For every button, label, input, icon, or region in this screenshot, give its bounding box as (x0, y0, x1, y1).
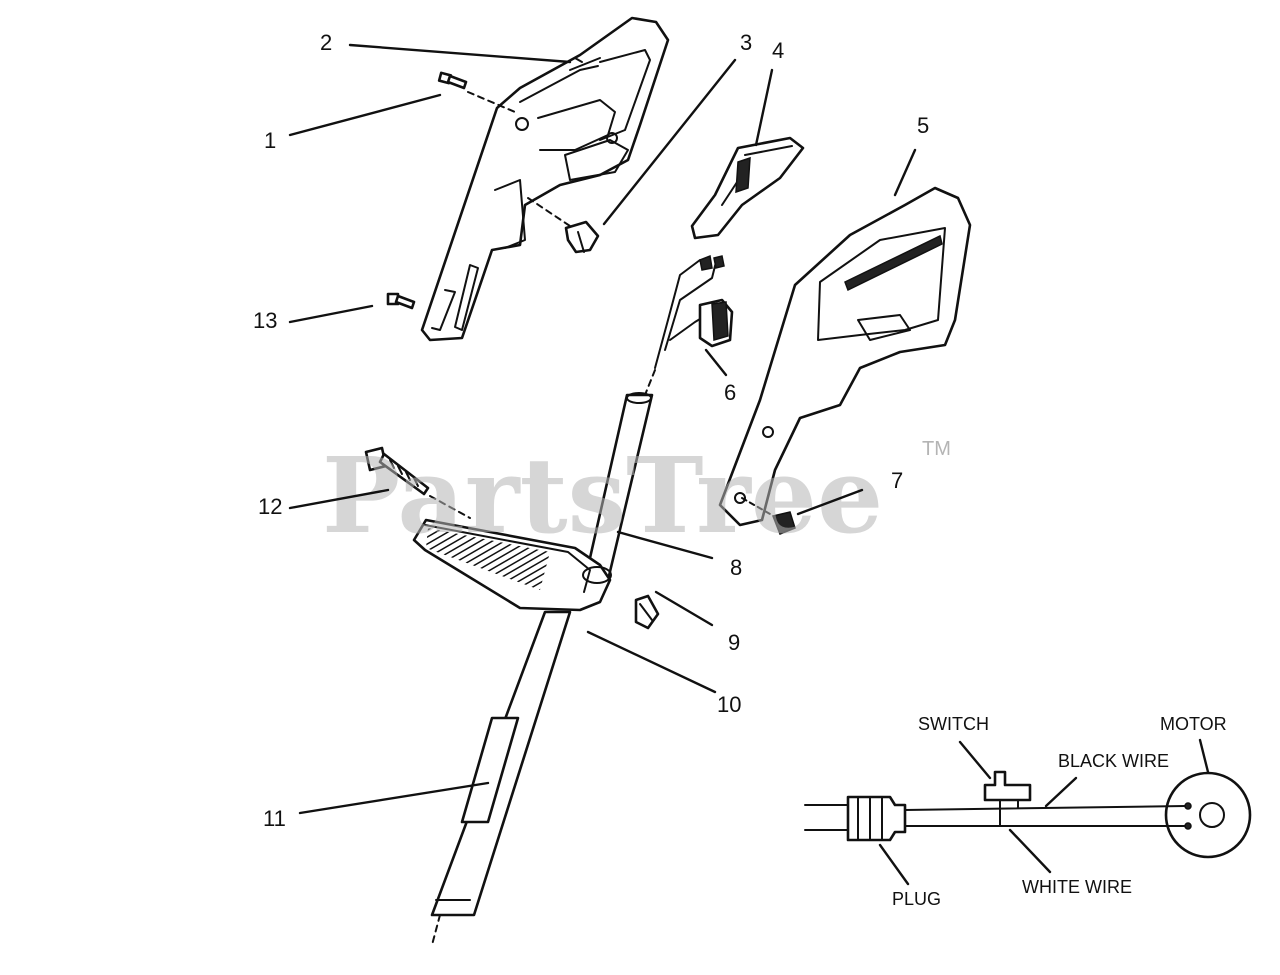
motor-symbol (1164, 771, 1252, 859)
callout-5: 5 (917, 113, 929, 138)
plug-label: PLUG (892, 889, 941, 909)
auxiliary-handle (412, 518, 612, 612)
clip-3 (564, 220, 600, 254)
leader-lines (288, 43, 917, 815)
callout-6: 6 (724, 380, 736, 405)
watermark-text: PartsTree (322, 434, 883, 557)
handle-housing-right (718, 186, 972, 527)
black-wire (904, 805, 1186, 811)
callout-13: 13 (253, 308, 277, 333)
switch-6 (654, 254, 734, 369)
screw-1 (437, 71, 468, 90)
callout-9: 9 (728, 630, 740, 655)
callout-12: 12 (258, 494, 282, 519)
motor-label: MOTOR (1160, 714, 1227, 734)
handle-housing-left (420, 16, 670, 342)
switch-symbol (983, 770, 1032, 802)
nut-7 (771, 511, 796, 535)
black-wire-label: BLACK WIRE (1058, 751, 1169, 771)
callout-numbers: 1 2 3 4 5 6 7 8 9 10 11 12 13 (253, 30, 929, 831)
wiring-diagram: SWITCH MOTOR BLACK WIRE WHITE WIRE PLUG (804, 714, 1252, 909)
callout-11: 11 (263, 806, 286, 831)
plug-symbol (846, 795, 907, 842)
trigger-4 (690, 136, 805, 240)
switch-label: SWITCH (918, 714, 989, 734)
callout-7: 7 (891, 468, 903, 493)
watermark-trademark: TM (922, 438, 951, 460)
wing-nut-9 (634, 594, 660, 630)
callout-10: 10 (717, 692, 741, 717)
bolt-12 (364, 446, 430, 496)
callout-1: 1 (264, 128, 276, 153)
screw-13 (386, 292, 416, 310)
callout-8: 8 (730, 555, 742, 580)
callout-3: 3 (740, 30, 752, 55)
callout-2: 2 (320, 30, 332, 55)
shaft (430, 392, 654, 946)
white-wire-label: WHITE WIRE (1022, 877, 1132, 897)
callout-4: 4 (772, 38, 784, 63)
